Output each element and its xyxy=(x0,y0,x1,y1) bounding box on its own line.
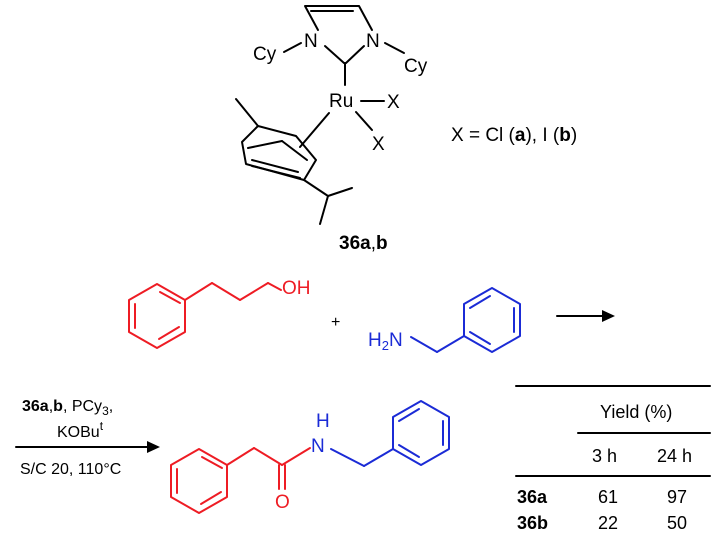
reaction-arrow-upper xyxy=(556,310,615,322)
amide-product: O H N xyxy=(170,400,450,514)
svg-text:X = Cl (a), I (b): X = Cl (a), I (b) xyxy=(451,125,577,146)
n-cy-bond-left xyxy=(283,42,302,53)
x-ligand-lower: X xyxy=(372,134,385,155)
catalyst-compound-label: 36a,b xyxy=(339,233,388,254)
yield-table: Yield (%) 3 h 24 h 36a 61 97 36b 22 50 xyxy=(515,385,711,533)
table-cell: 22 xyxy=(598,513,618,533)
table-header-yield: Yield (%) xyxy=(600,402,672,422)
table-cell: 97 xyxy=(667,487,687,507)
conditions-line-2: KOBut xyxy=(57,419,104,441)
p-cymene-ring xyxy=(235,98,353,225)
conditions-line-3: S/C 20, 110°C xyxy=(20,461,121,478)
cy-left-label: Cy xyxy=(253,44,277,65)
conditions-line-1: 36a,b, PCy3, xyxy=(22,398,113,418)
amide-h-label: H xyxy=(316,411,330,432)
x-definition: X = Cl (a), I (b) xyxy=(451,125,577,146)
amine-reactant: H2N xyxy=(368,287,521,353)
ru-x-bond-lower xyxy=(355,111,373,131)
carbonyl-oxygen-label: O xyxy=(275,492,290,513)
table-row-label: 36b xyxy=(517,513,548,533)
cy-right-label: Cy xyxy=(404,56,428,77)
table-cell: 61 xyxy=(598,487,618,507)
nhc-ring xyxy=(304,5,373,64)
x-ligand-upper: X xyxy=(387,92,400,113)
ru-arene-bond xyxy=(299,112,330,148)
nitrogen-right-label: N xyxy=(366,31,380,52)
amine-group-label: H2N xyxy=(368,330,403,353)
plus-sign: + xyxy=(331,314,340,331)
reaction-conditions: 36a,b, PCy3, KOBut S/C 20, 110°C xyxy=(15,398,160,478)
hydroxyl-label: OH xyxy=(282,278,311,299)
amide-n-label: N xyxy=(311,436,325,457)
alcohol-reactant: OH xyxy=(128,278,311,349)
ruthenium-label: Ru xyxy=(329,91,353,112)
table-col-3h: 3 h xyxy=(592,446,617,466)
table-col-24h: 24 h xyxy=(657,446,692,466)
table-row-label: 36a xyxy=(517,487,548,507)
nitrogen-left-label: N xyxy=(304,31,318,52)
table-cell: 50 xyxy=(667,513,687,533)
catalyst-structure: N N Cy Cy Ru X X X = Cl (a), I (b) xyxy=(235,5,577,254)
n-cy-bond-right xyxy=(384,42,405,54)
